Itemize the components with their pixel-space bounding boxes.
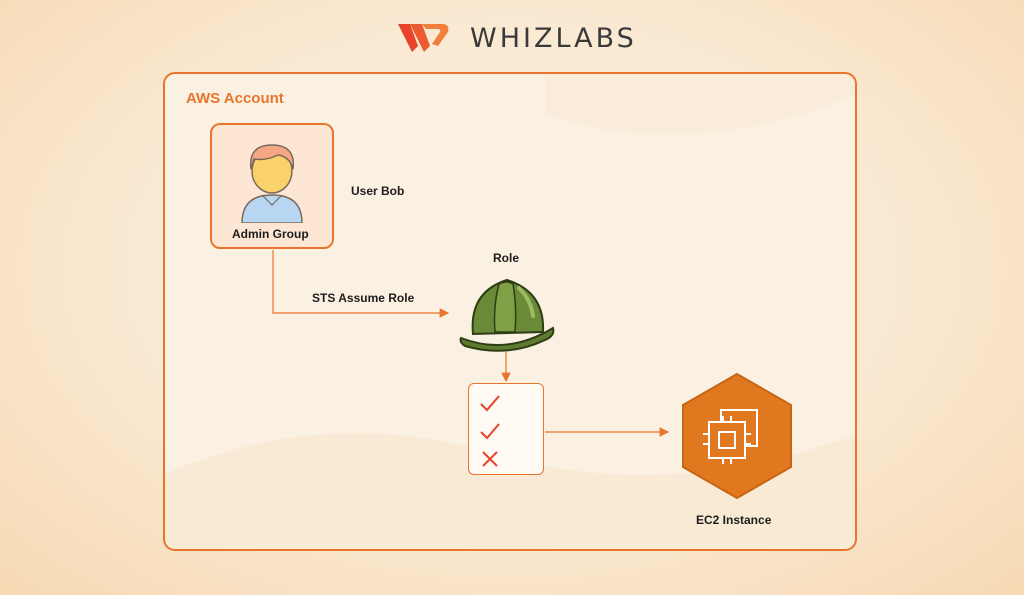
user-icon <box>241 144 303 223</box>
deny-cross-icon <box>482 451 498 467</box>
admin-group-box: Admin Group <box>210 123 334 249</box>
background-waves <box>165 74 855 549</box>
whizlabs-logo-icon <box>398 24 449 52</box>
user-bob-label: User Bob <box>351 184 405 198</box>
account-title: AWS Account <box>186 90 284 107</box>
brand-name: WHIZLABS <box>470 22 637 54</box>
ec2-instance-label: EC2 Instance <box>696 513 772 527</box>
permissions-list-icon <box>480 395 500 467</box>
assume-role-arrow <box>272 250 450 318</box>
admin-group-label: Admin Group <box>232 227 309 241</box>
role-label: Role <box>493 251 520 265</box>
allow-check-icon <box>480 395 500 412</box>
ec2-chip-icon <box>682 373 792 499</box>
whizlabs-logo: WHIZLABS <box>398 20 637 56</box>
permissions-box <box>468 383 544 475</box>
sts-assume-role-label: STS Assume Role <box>312 291 415 305</box>
hard-hat-icon <box>459 278 555 352</box>
allow-check-icon <box>480 423 500 440</box>
